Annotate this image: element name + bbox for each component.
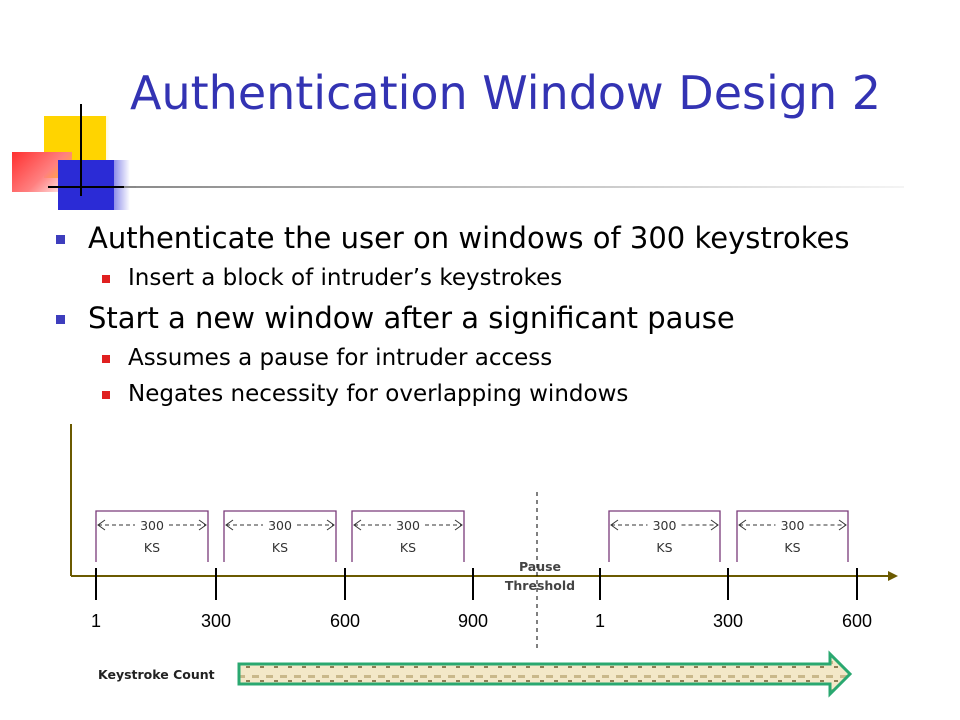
window-size-label: 300 xyxy=(653,518,677,533)
sub-bullet-marker xyxy=(102,391,110,399)
window-unit-label: KS xyxy=(400,540,416,555)
tick-label: 1 xyxy=(595,611,605,631)
sub-bullet-marker xyxy=(102,275,110,283)
window-size-label: 300 xyxy=(268,518,292,533)
window-size-label: 300 xyxy=(396,518,420,533)
bullet-list: Authenticate the user on windows of 300 … xyxy=(50,216,950,412)
window-unit-label: KS xyxy=(656,540,672,555)
slide-title: Authentication Window Design 2 xyxy=(130,66,882,120)
bullet-text: Authenticate the user on windows of 300 … xyxy=(88,221,850,255)
sub-bullet-text: Assumes a pause for intruder access xyxy=(128,345,553,371)
title-underline xyxy=(124,186,904,188)
logo-horizontal-line xyxy=(48,186,136,188)
tick-marks: 1 300 600 900 1 300 600 xyxy=(91,568,872,631)
tick-label: 600 xyxy=(330,611,360,631)
logo-vertical-line xyxy=(80,104,82,196)
sub-bullet-item: Negates necessity for overlapping window… xyxy=(50,376,950,412)
bullet-item: Authenticate the user on windows of 300 … xyxy=(50,216,950,260)
tick-label: 600 xyxy=(842,611,872,631)
axis-arrowhead xyxy=(888,571,898,581)
pause-label: Pause xyxy=(519,559,561,574)
window-unit-label: KS xyxy=(784,540,800,555)
window-size-label: 300 xyxy=(781,518,805,533)
logo-blue-fade xyxy=(100,160,130,210)
threshold-label: Threshold xyxy=(505,578,575,593)
tick-label: 300 xyxy=(713,611,743,631)
keystroke-count-label: Keystroke Count xyxy=(98,667,215,682)
sub-bullet-item: Assumes a pause for intruder access xyxy=(50,340,950,376)
tick-label: 900 xyxy=(458,611,488,631)
sub-bullet-text: Negates necessity for overlapping window… xyxy=(128,381,629,407)
sub-bullet-item: Insert a block of intruder’s keystrokes xyxy=(50,260,950,296)
bullet-marker xyxy=(56,235,65,244)
bullet-text: Start a new window after a significant p… xyxy=(88,301,735,335)
bullet-marker xyxy=(56,315,65,324)
window-unit-label: KS xyxy=(144,540,160,555)
window-unit-label: KS xyxy=(272,540,288,555)
bullet-item: Start a new window after a significant p… xyxy=(50,296,950,340)
logo-decoration xyxy=(0,0,140,220)
window-size-label: 300 xyxy=(140,518,164,533)
sub-bullet-marker xyxy=(102,355,110,363)
keystroke-count-arrow xyxy=(237,650,853,698)
sub-bullet-text: Insert a block of intruder’s keystrokes xyxy=(128,265,563,291)
tick-label: 300 xyxy=(201,611,231,631)
tick-label: 1 xyxy=(91,611,101,631)
